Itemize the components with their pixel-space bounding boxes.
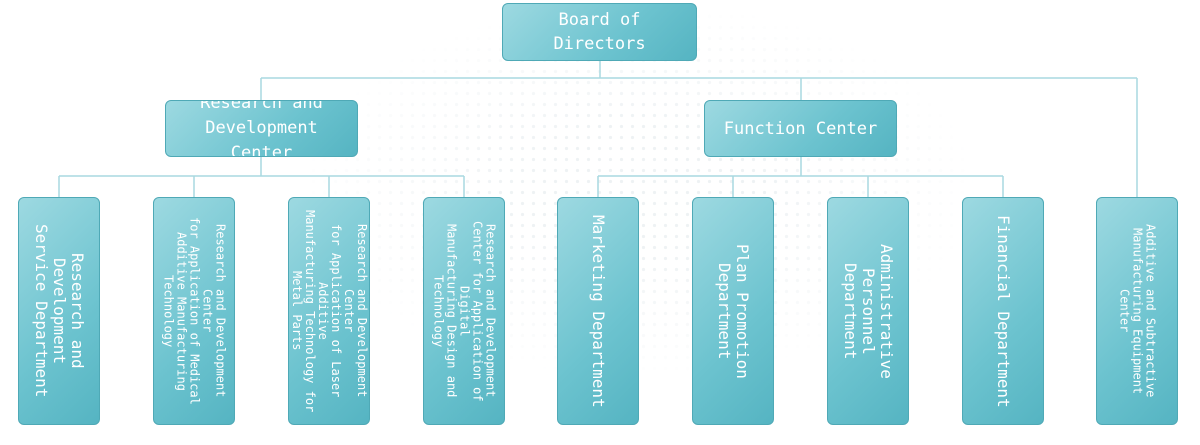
dept-box-rd-service: Research and Development Service Departm…: [18, 197, 100, 425]
dept-box-laser-am: Research and Development Center for Appl…: [288, 197, 370, 425]
function-center-label: Function Center: [723, 118, 878, 139]
dept-label-financial: Financial Department: [994, 214, 1013, 408]
dept-label-admin-personnel: Administrative Personnel Department: [841, 243, 896, 379]
rd-center-box: Research and Development Center: [165, 100, 358, 157]
dept-box-admin-personnel: Administrative Personnel Department: [827, 197, 909, 425]
board-of-directors-label: Board of Directors: [553, 10, 646, 54]
dept-label-equipment-center: Additive and Subtractive Manufacturing E…: [1117, 224, 1158, 398]
dept-box-equipment-center: Additive and Subtractive Manufacturing E…: [1096, 197, 1178, 425]
dept-box-financial: Financial Department: [962, 197, 1044, 425]
dept-box-marketing: Marketing Department: [557, 197, 639, 425]
dept-label-medical-am: Research and Development Center for Appl…: [161, 217, 228, 405]
dept-label-marketing: Marketing Department: [589, 214, 608, 408]
function-center-box: Function Center: [704, 100, 897, 157]
dept-box-plan-promotion: Plan Promotion Department: [692, 197, 774, 425]
rd-center-label: Research and Development Center: [200, 100, 323, 157]
board-of-directors-box: Board of Directors: [502, 3, 697, 61]
dept-label-rd-service: Research and Development Service Departm…: [32, 224, 87, 398]
dept-label-laser-am: Research and Development Center for Appl…: [290, 209, 369, 413]
dept-label-digital-mfg: Research and Development Center for Appl…: [431, 220, 498, 402]
dept-box-medical-am: Research and Development Center for Appl…: [153, 197, 235, 425]
dept-label-plan-promotion: Plan Promotion Department: [715, 243, 752, 379]
dept-box-digital-mfg: Research and Development Center for Appl…: [423, 197, 505, 425]
